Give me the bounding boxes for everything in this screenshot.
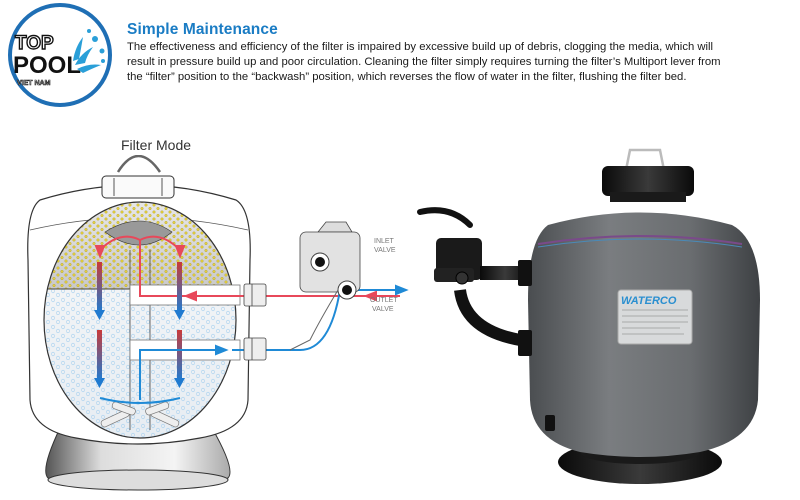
downflow-arrows <box>94 262 185 388</box>
tank-lid <box>602 148 694 202</box>
logo-top-text: TOP <box>15 33 54 54</box>
section-paragraph: The effectiveness and efficiency of the … <box>127 40 799 85</box>
logo-pool-text: POOL <box>13 52 81 79</box>
diagram-title: Filter Mode <box>121 137 192 153</box>
logo-ring <box>8 3 112 107</box>
waterco-filter-photo: WATERCO <box>417 148 760 484</box>
filter-mode-diagram: INLET VALVE OUTLET VALVE <box>27 155 409 491</box>
inlet-flow-arrow <box>94 235 400 302</box>
tank-connectors <box>243 283 267 361</box>
paragraph-line: the “filter” position to the “backwash” … <box>127 71 687 83</box>
outlet-valve-label-line1: OUTLET <box>370 297 398 304</box>
inlet-valve-label-line2: VALVE <box>374 247 396 254</box>
paragraph-line: The effectiveness and efficiency of the … <box>127 41 714 53</box>
outlet-valve-label-line2: VALVE <box>372 306 394 313</box>
paragraph-line: result in pressure build up and poor cir… <box>127 56 721 68</box>
section-heading: Simple Maintenance <box>127 21 278 38</box>
multiport-valve <box>289 221 361 351</box>
tank-lid <box>101 155 175 199</box>
drain-plug <box>545 415 555 431</box>
logo-vietnam-text: VIET NAM <box>17 80 51 87</box>
brand-plate: WATERCO <box>617 289 693 345</box>
brand-name: WATERCO <box>621 295 677 307</box>
water-splash-icon <box>73 29 105 73</box>
top-pool-logo: TOP POOL VIET NAM <box>8 3 112 107</box>
inlet-valve-label-line1: INLET <box>374 238 395 245</box>
multiport-valve <box>417 207 532 356</box>
tank-base <box>45 427 231 491</box>
